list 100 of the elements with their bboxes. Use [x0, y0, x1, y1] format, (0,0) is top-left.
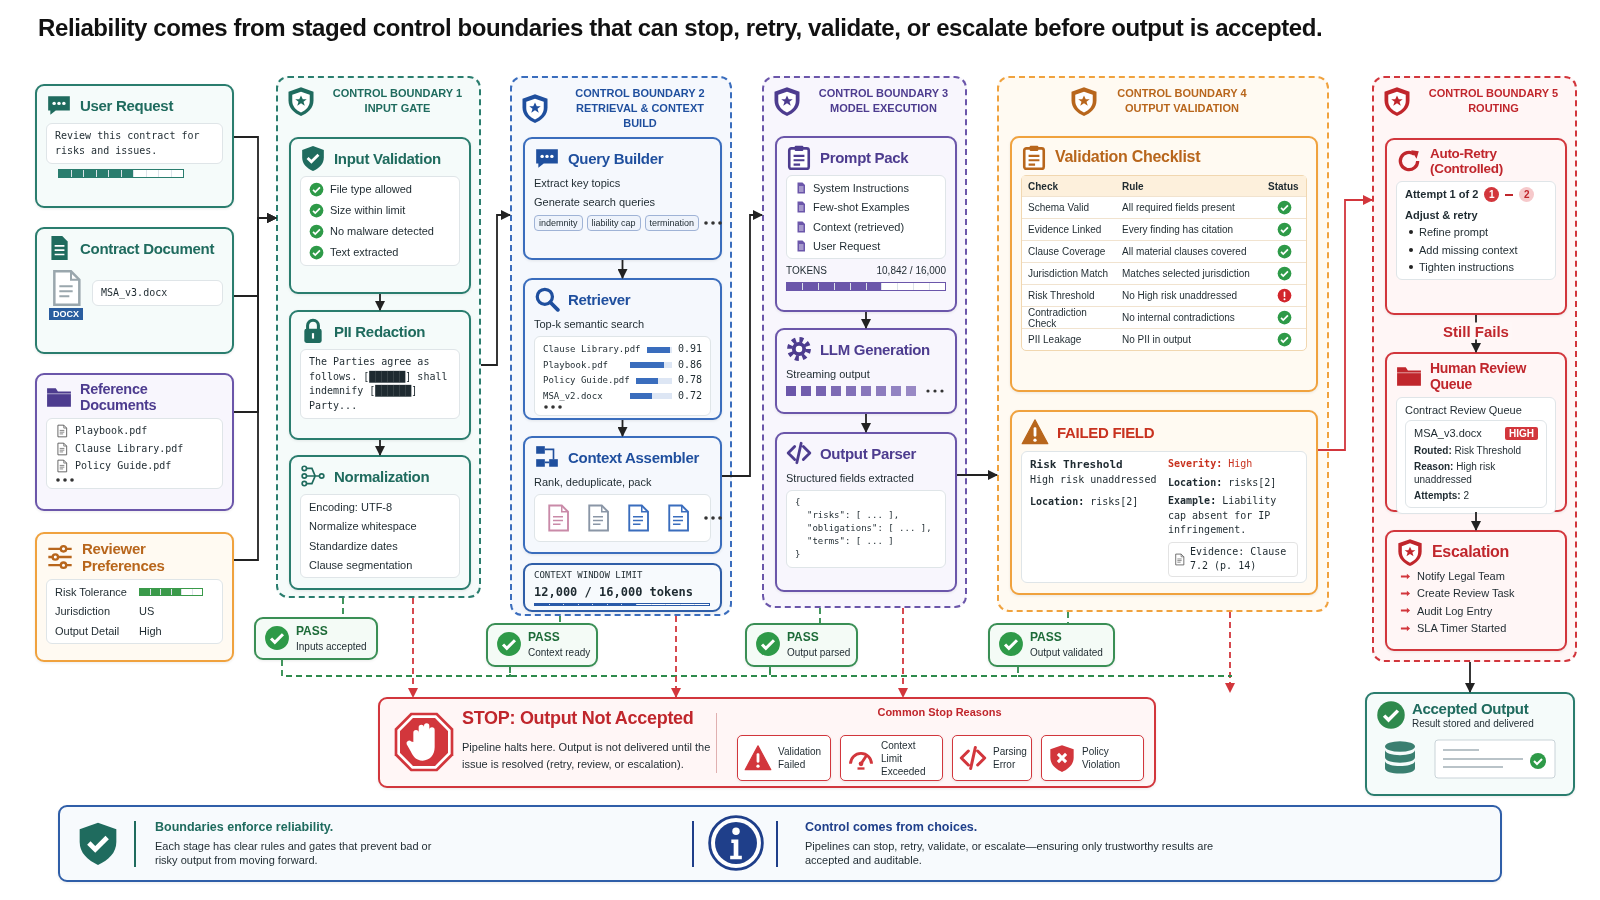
step-card — [289, 310, 471, 440]
score-value: 0.78 — [677, 373, 702, 388]
arrow — [861, 311, 871, 329]
retry-step: Tighten instructions — [1419, 259, 1514, 275]
table-cell: Contradiction Check — [1022, 306, 1116, 328]
reason-chip — [952, 735, 1032, 781]
card-title: Query Builder — [568, 149, 664, 167]
reason-text: Policy Violation — [1082, 745, 1122, 771]
reason-text: Validation Failed — [778, 745, 823, 771]
attempt-badge: 2 — [1519, 187, 1535, 202]
attempt-badge: 1 — [1484, 187, 1500, 202]
escalation-card — [1385, 530, 1567, 651]
footer-banner — [58, 805, 1502, 882]
boundary-title: CONTROL BOUNDARY 3 MODEL EXECUTION — [817, 86, 950, 116]
boundary-title: CONTROL BOUNDARY 2 RETRIEVAL & CONTEXT BUILD — [574, 86, 706, 131]
file-type-tag: DOCX — [49, 308, 83, 320]
section-title: Common Stop Reasons — [876, 705, 1003, 720]
file-name: MSA_v3.docx — [101, 285, 169, 301]
input-card — [35, 227, 234, 354]
boundary-panel — [510, 76, 732, 616]
reason-chip — [1041, 735, 1144, 781]
arrow — [1471, 511, 1481, 531]
dashed-arrow — [898, 607, 908, 698]
queue-detail: Reason: High risk unaddressed — [1414, 459, 1497, 486]
keyword-chip: liability cap — [586, 214, 641, 231]
field-text: Location: risks[2] — [1168, 475, 1278, 490]
queue-detail: Routed: Risk Threshold — [1414, 443, 1523, 457]
arrow — [861, 413, 871, 433]
status-title: PASS — [296, 624, 329, 640]
card-title: Contract Document — [80, 239, 215, 257]
table-cell: All material clauses covered — [1116, 240, 1262, 262]
table-cell: Jurisdiction Match — [1022, 262, 1116, 284]
step-item: Streaming output — [786, 367, 871, 382]
prompt-part: System Instructions — [813, 181, 909, 196]
file-name: Policy Guide.pdf — [75, 459, 172, 473]
input-card — [35, 84, 234, 208]
limit-label: CONTEXT WINDOW LIMIT — [534, 569, 644, 582]
card-title: Validation Checklist — [1055, 148, 1201, 166]
table-cell: Risk Threshold — [1022, 284, 1116, 306]
card-title: Output Parser — [820, 444, 917, 462]
card-title: User Request — [80, 96, 174, 114]
step-card — [523, 278, 722, 420]
escalation-step: Audit Log Entry — [1417, 603, 1493, 618]
step-item: Extract key topics — [534, 176, 622, 191]
boundary-panel — [997, 76, 1329, 612]
pass-badge — [745, 623, 858, 667]
column-header: Rule — [1116, 176, 1262, 196]
keyword-chip: termination — [644, 214, 700, 231]
step-card — [775, 328, 957, 414]
arrow — [1317, 195, 1373, 451]
score-value: 0.91 — [677, 342, 702, 357]
boundary-title: CONTROL BOUNDARY 1 INPUT GATE — [331, 86, 464, 116]
card-title: FAILED FIELD — [1057, 423, 1155, 441]
card-title: Reviewer Preferences — [82, 540, 166, 574]
table-cell: All required fields present — [1116, 196, 1262, 218]
card-title: Auto-Retry (Controlled) — [1430, 146, 1504, 176]
arrow — [480, 210, 511, 366]
table-cell: No PII in output — [1116, 328, 1262, 350]
column-header: Status — [1262, 176, 1306, 196]
footer-heading: Boundaries enforce reliability. — [155, 819, 335, 836]
file-name: MSA_v2.docx — [543, 389, 604, 403]
reason-chip — [840, 735, 943, 781]
prompt-part: Few-shot Examples — [813, 200, 910, 215]
redacted-text: The Parties agree as follows. [██████] shall indemnify [██████] Party... — [309, 355, 449, 413]
queue-name: Contract Review Queue — [1405, 403, 1523, 418]
reason-chip — [737, 735, 831, 781]
arrow — [1465, 661, 1475, 693]
table-cell: Clause Coverage — [1022, 240, 1116, 262]
json-line: "obligations": [ ... ], — [806, 522, 933, 536]
card-title: Reference Documents — [80, 381, 158, 413]
reason-text: Context Limit Exceeded — [881, 738, 927, 778]
input-card — [35, 532, 234, 662]
pass-badge — [988, 623, 1115, 667]
queue-card — [1385, 352, 1567, 512]
escalation-step: SLA Timer Started — [1417, 620, 1507, 636]
evidence-text: Evidence: Clause 7.2 (p. 14) — [1190, 544, 1288, 573]
footer-text: Pipelines can stop, retry, validate, or escalate—ensuring only trustworthy results are accepted and auditable. — [805, 839, 1215, 868]
json-line: { — [795, 496, 802, 510]
edge-label: Still Fails — [1440, 322, 1512, 339]
setting-label: Risk Tolerance — [55, 585, 128, 600]
table-cell: Evidence Linked — [1022, 218, 1116, 240]
checklist-card — [1010, 136, 1318, 392]
file-name: MSA_v3.docx — [1414, 426, 1482, 441]
card-title: LLM Generation — [820, 340, 930, 358]
reason-text: Parsing Error — [993, 745, 1027, 771]
table-cell: No High risk unaddressed — [1116, 284, 1262, 306]
arrow — [233, 213, 277, 561]
setting-value: High — [139, 623, 163, 638]
boundary-panel — [276, 76, 481, 598]
step-card — [289, 137, 471, 294]
check-item: File type allowed — [330, 182, 412, 197]
step-item: Rank, deduplicate, pack — [534, 475, 653, 490]
arrow — [375, 293, 385, 311]
failed-field-card — [1010, 410, 1318, 595]
table-cell: Every finding has citation — [1116, 218, 1262, 240]
file-name: Clause Library.pdf — [75, 441, 184, 456]
step-item: Top-k semantic search — [534, 317, 646, 332]
arrow — [375, 439, 385, 456]
status-text: Result stored and delivered — [1412, 717, 1534, 730]
field-text: Example: Liability cap absent for IP infringement. — [1168, 494, 1278, 537]
